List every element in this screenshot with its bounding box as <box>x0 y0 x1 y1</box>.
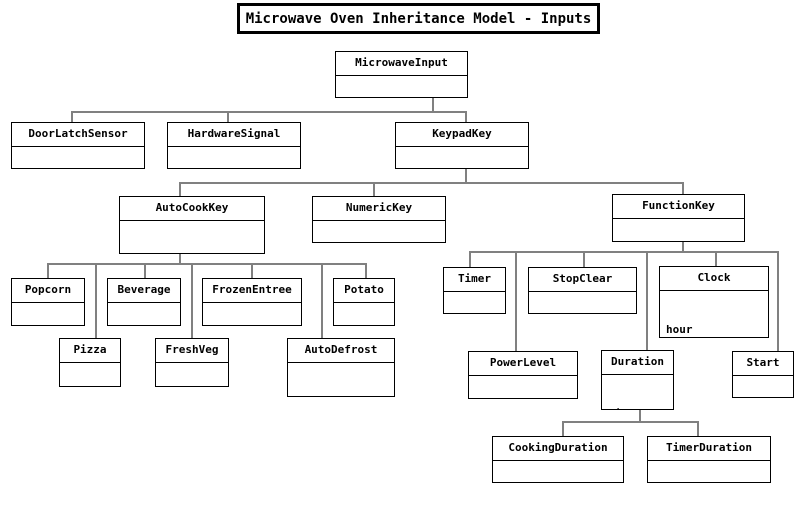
class-name: FrozenEntree <box>203 279 301 303</box>
class-name: Clock <box>660 267 768 291</box>
class-name: PowerLevel <box>469 352 577 376</box>
class-name: Timer <box>444 268 505 292</box>
class-name: Duration <box>602 351 673 375</box>
class-name: FreshVeg <box>156 339 228 363</box>
class-name: KeypadKey <box>396 123 528 147</box>
class-name: Potato <box>334 279 394 303</box>
class-box-cookingduration: CookingDuration <box>492 436 624 483</box>
class-box-duration: Duration minutes seconds <box>601 350 674 410</box>
class-box-start: Start <box>732 351 794 398</box>
class-name: AutoDefrost <box>288 339 394 363</box>
class-attributes: doorStatus <box>12 147 144 168</box>
class-name: NumericKey <box>313 197 445 221</box>
class-attribute: minutes <box>608 407 667 409</box>
class-box-frozenentree: FrozenEntree <box>202 278 302 326</box>
class-box-autocookkey: AutoCookKey autoCookDuration autoCookLev… <box>119 196 265 254</box>
class-box-stopclear: StopClear <box>528 267 637 314</box>
class-attribute: typeOfMeat <box>294 395 388 396</box>
class-attributes <box>529 292 636 313</box>
class-attributes: typeOfMeat weight <box>288 363 394 396</box>
class-attribute: hour <box>666 323 693 336</box>
class-box-popcorn: Popcorn <box>11 278 85 326</box>
class-name: Beverage <box>108 279 180 303</box>
class-attributes <box>444 292 505 313</box>
class-box-clock: Clock hour minute amPm <box>659 266 769 338</box>
class-name: AutoCookKey <box>120 197 264 221</box>
class-attributes: inputType <box>336 76 467 97</box>
class-attributes <box>733 376 793 397</box>
class-name: HardwareSignal <box>168 123 300 147</box>
class-attributes: keyType <box>396 147 528 168</box>
class-box-microwaveinput: MicrowaveInput inputType <box>335 51 468 98</box>
class-name: FunctionKey <box>613 195 744 219</box>
class-attributes: minutes seconds <box>602 375 673 409</box>
class-attributes <box>493 461 623 482</box>
class-attributes <box>12 303 84 325</box>
class-attributes: functionType <box>613 219 744 241</box>
class-name: Pizza <box>60 339 120 363</box>
class-box-beverage: Beverage <box>107 278 181 326</box>
class-attributes: failure <box>168 147 300 168</box>
class-box-keypadkey: KeypadKey keyType <box>395 122 529 169</box>
class-attributes <box>648 461 770 482</box>
class-attributes: autoCookDuration autoCookLevel <box>120 221 264 253</box>
class-name: Start <box>733 352 793 376</box>
class-name: StopClear <box>529 268 636 292</box>
class-box-autodefrost: AutoDefrost typeOfMeat weight <box>287 338 395 397</box>
class-box-timer: Timer <box>443 267 506 314</box>
class-attributes: hour minute amPm <box>660 291 768 337</box>
class-box-powerlevel: PowerLevel level (1 - 9) <box>468 351 578 399</box>
class-attributes <box>334 303 394 325</box>
class-name: CookingDuration <box>493 437 623 461</box>
class-box-timerduration: TimerDuration <box>647 436 771 483</box>
class-attributes <box>60 363 120 386</box>
class-box-potato: Potato <box>333 278 395 326</box>
class-box-hardwaresignal: HardwareSignal failure <box>167 122 301 169</box>
class-box-functionkey: FunctionKey functionType <box>612 194 745 242</box>
class-name: Popcorn <box>12 279 84 303</box>
class-attributes <box>156 363 228 386</box>
class-box-freshveg: FreshVeg <box>155 338 229 387</box>
class-attributes: keyValue (0 - 9) <box>313 221 445 242</box>
class-box-numerickey: NumericKey keyValue (0 - 9) <box>312 196 446 243</box>
class-name: MicrowaveInput <box>336 52 467 76</box>
class-name: DoorLatchSensor <box>12 123 144 147</box>
class-attributes <box>203 303 301 325</box>
class-attributes: level (1 - 9) <box>469 376 577 398</box>
diagram-title: Microwave Oven Inheritance Model - Input… <box>237 3 600 34</box>
class-box-doorlatchsensor: DoorLatchSensor doorStatus <box>11 122 145 169</box>
class-name: TimerDuration <box>648 437 770 461</box>
class-attributes <box>108 303 180 325</box>
class-box-pizza: Pizza <box>59 338 121 387</box>
